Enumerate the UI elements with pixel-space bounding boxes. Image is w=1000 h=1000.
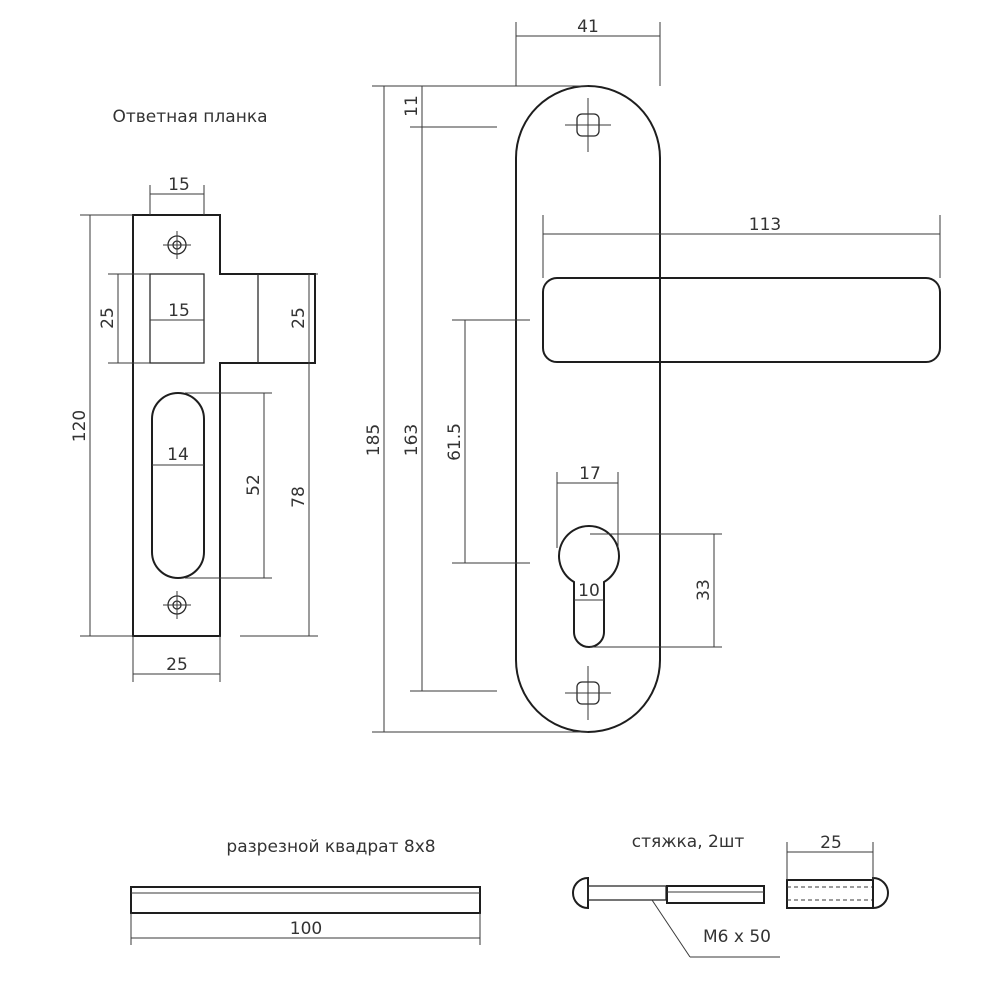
dim-cylinder-width: 17	[579, 464, 601, 484]
spindle-body	[130, 886, 481, 914]
bolt-rod	[587, 885, 667, 901]
strike-screw-hole-top	[163, 231, 191, 259]
dim-handle-to-cylinder: 61.5	[445, 423, 465, 461]
dim-plate-top-offset: 11	[402, 95, 422, 117]
dim-strike-inner-width: 15	[168, 301, 190, 321]
dim-screw-spacing: 163	[402, 424, 422, 456]
strike-plate: Ответная планка 15 15	[70, 107, 318, 682]
spindle: разрезной квадрат 8х8 100	[130, 837, 481, 945]
cylinder-cutout	[558, 525, 620, 648]
dim-spindle-length: 100	[290, 919, 322, 939]
dim-strike-slot-width: 14	[167, 445, 189, 465]
dim-cylinder-height: 33	[694, 579, 714, 601]
plate-screw-hole-bottom	[565, 666, 611, 720]
dim-strike-lower-height: 78	[289, 486, 309, 508]
dim-strike-side-height: 25	[289, 307, 309, 329]
dim-cylinder-slot: 10	[578, 581, 600, 601]
lever-handle	[542, 277, 941, 363]
bolt-sleeve	[786, 879, 874, 909]
dim-strike-top-width: 15	[168, 175, 190, 195]
dim-strike-width: 25	[166, 655, 188, 675]
handle-plate: 41 185 11 163 61.5 113 17 10	[364, 17, 941, 733]
strike-plate-window	[149, 273, 205, 364]
spindle-caption: разрезной квадрат 8х8	[226, 837, 435, 857]
bolt-head-right	[872, 876, 889, 910]
dim-plate-height: 185	[364, 424, 384, 456]
bolt-thread	[666, 885, 765, 904]
strike-plate-outline	[132, 214, 316, 637]
dim-plate-width: 41	[577, 17, 599, 37]
strike-screw-hole-bottom	[163, 591, 191, 619]
bolt-head-left	[572, 876, 589, 910]
dim-handle-length: 113	[749, 215, 781, 235]
strike-plate-slot	[151, 392, 205, 579]
dim-strike-window-height: 25	[98, 307, 118, 329]
plate-screw-hole-top	[565, 98, 611, 152]
bolts-caption: стяжка, 2шт	[632, 832, 745, 852]
strike-plate-caption: Ответная планка	[112, 107, 267, 127]
dim-strike-slot-height: 52	[244, 474, 264, 496]
bolts: стяжка, 2шт М6 х 50 25	[572, 832, 889, 958]
dim-strike-height: 120	[70, 410, 90, 442]
back-plate-outline	[515, 85, 661, 733]
dim-bolt-sleeve-length: 25	[820, 833, 842, 853]
bolt-spec-label: М6 х 50	[703, 927, 771, 947]
